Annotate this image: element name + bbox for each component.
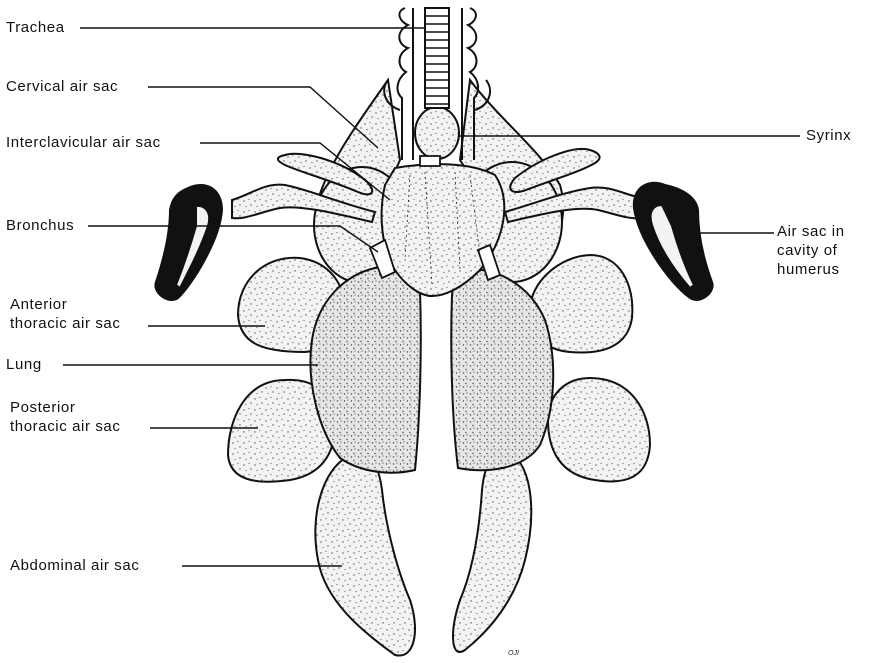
label-line: Anterior <box>10 295 120 314</box>
label-anterior-thoracic-air-sac: Anterior thoracic air sac <box>10 295 120 333</box>
label-line: thoracic air sac <box>10 417 120 436</box>
humerus-left <box>155 185 222 300</box>
label-air-sac-in-humerus: Air sac in cavity of humerus <box>777 222 845 279</box>
label-interclavicular-air-sac: Interclavicular air sac <box>6 133 161 152</box>
abdominal-sac-right <box>453 451 531 652</box>
label-bronchus: Bronchus <box>6 216 74 235</box>
syrinx <box>415 107 459 159</box>
label-trachea: Trachea <box>6 18 65 37</box>
label-line: thoracic air sac <box>10 314 120 333</box>
label-line: Air sac in <box>777 222 845 241</box>
label-syrinx: Syrinx <box>806 126 851 145</box>
label-lung: Lung <box>6 355 42 374</box>
artist-signature: OJI <box>508 650 519 657</box>
label-posterior-thoracic-air-sac: Posterior thoracic air sac <box>10 398 120 436</box>
label-abdominal-air-sac: Abdominal air sac <box>10 556 139 575</box>
abdominal-sac-left <box>315 454 415 656</box>
label-cervical-air-sac: Cervical air sac <box>6 77 118 96</box>
label-line: cavity of <box>777 241 845 260</box>
posterior-sac-right <box>548 378 650 481</box>
label-line: humerus <box>777 260 845 279</box>
label-line: Posterior <box>10 398 120 417</box>
